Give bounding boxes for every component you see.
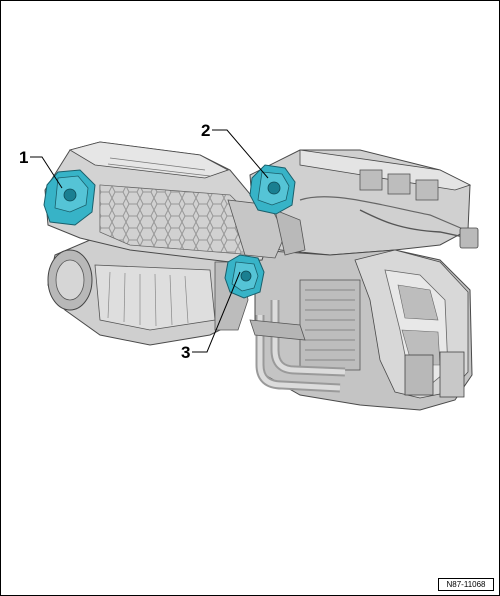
callout-label-1: 1 xyxy=(19,148,28,167)
lower-right-assembly xyxy=(249,249,473,411)
actuator-3 xyxy=(224,254,265,299)
leader-line-1 xyxy=(30,156,63,189)
leader-line-3 xyxy=(192,271,241,353)
actuator-2 xyxy=(249,164,296,215)
callout-label-3: 3 xyxy=(181,343,190,362)
callout-label-2: 2 xyxy=(201,121,210,140)
upper-left-housing xyxy=(44,141,306,263)
figure-reference: N87-11068 xyxy=(438,578,494,591)
actuator-1 xyxy=(43,169,96,226)
right-housing xyxy=(249,149,479,256)
leader-line-2 xyxy=(212,129,269,179)
